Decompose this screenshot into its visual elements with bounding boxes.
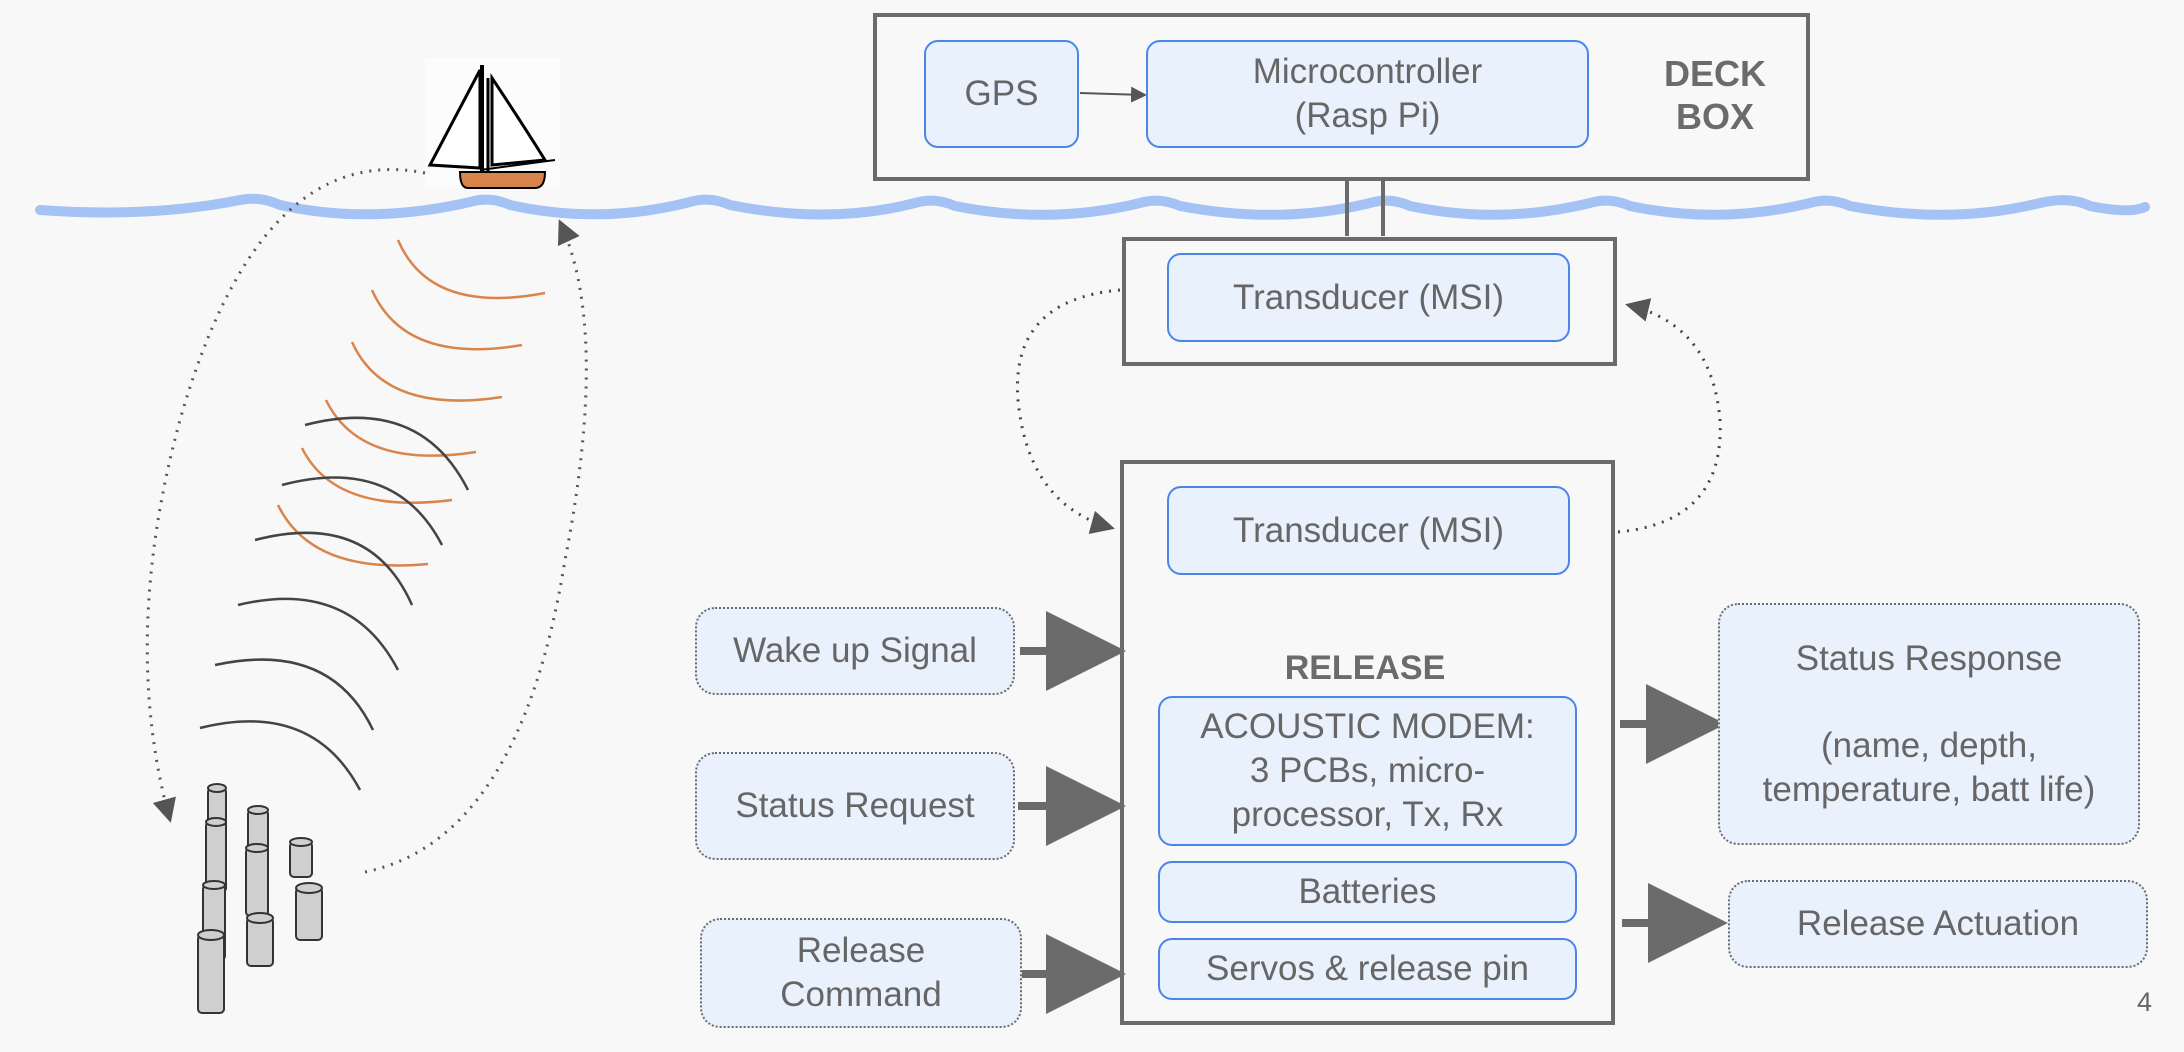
status-request-label: Status Request [735,786,975,826]
acoustic-modem-box: ACOUSTIC MODEM: 3 PCBs, micro- processor… [1158,696,1577,846]
servos-box: Servos & release pin [1158,938,1577,1000]
transducer-top-label: Transducer (MSI) [1233,277,1504,317]
microcontroller-box: Microcontroller (Rasp Pi) [1146,40,1589,148]
page-number: 4 [2136,987,2152,1017]
release-array-icon [197,783,323,1014]
ascent-path [364,219,588,874]
servos-label: Servos & release pin [1206,949,1529,989]
deck-box-frame [873,13,1810,181]
uplink-path [1617,298,1722,534]
transducer-top-frame [1122,237,1617,366]
return-ping-arcs [199,416,470,791]
wake-up-signal-label: Wake up Signal [733,631,977,671]
downlink-path [1015,288,1121,535]
batteries-label: Batteries [1298,872,1437,912]
status-response-box: Status Response (name, depth, temperatur… [1718,603,2140,845]
microcontroller-label: Microcontroller (Rasp Pi) [1252,52,1483,135]
release-actuation-box: Release Actuation [1728,880,2148,968]
gps-box: GPS [924,40,1079,148]
descent-path [145,168,426,823]
release-frame [1120,460,1615,1025]
status-request-box: Status Request [695,752,1015,860]
deck-cable [1345,178,1385,236]
water-surface [35,193,2150,220]
wake-up-signal-box: Wake up Signal [695,607,1015,695]
transducer-top-box: Transducer (MSI) [1167,253,1570,342]
outgoing-ping-arcs [276,239,546,567]
gps-label: GPS [964,74,1039,114]
release-command-box: Release Command [700,918,1022,1028]
acoustic-modem-label: ACOUSTIC MODEM: 3 PCBs, micro- processor… [1200,707,1535,834]
release-label: RELEASE [1284,649,1446,687]
sailboat-icon [425,58,560,189]
gps-to-microcontroller-arrow [1079,86,1147,103]
transducer-release-label: Transducer (MSI) [1233,510,1504,550]
transducer-release-box: Transducer (MSI) [1167,486,1570,575]
deck-box-label: DECK BOX [1663,53,1766,138]
release-actuation-label: Release Actuation [1796,904,2080,944]
status-response-label: Status Response (name, depth, temperatur… [1762,638,2096,809]
batteries-box: Batteries [1158,861,1577,923]
release-command-label: Release Command [780,931,942,1014]
